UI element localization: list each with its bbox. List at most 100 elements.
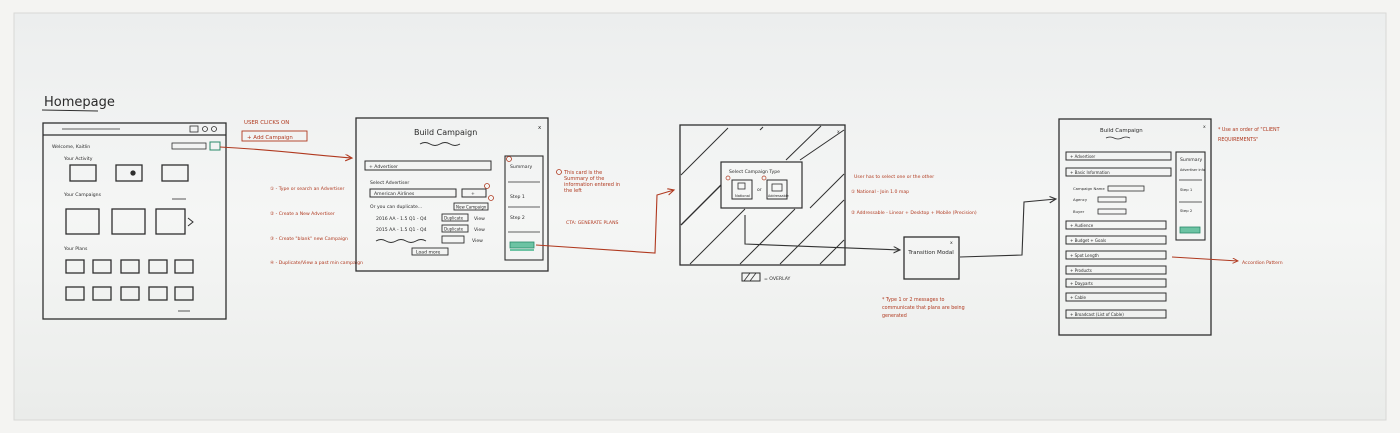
- build-close-icon[interactable]: x: [538, 125, 542, 131]
- campaign-type-title: Select Campaign Type: [729, 169, 780, 175]
- view-link-3[interactable]: View: [472, 238, 483, 244]
- accordion-row[interactable]: [1065, 167, 1172, 177]
- accordion-row-label: + Dayparts: [1070, 281, 1093, 286]
- or-text: or: [757, 187, 762, 193]
- accordion: + Advertiser + Basic Information + Audienc…: [1065, 151, 1172, 319]
- section-activity: Your Activity: [63, 156, 93, 162]
- add-campaign-note: + Add Campaign: [247, 135, 293, 141]
- select-advertiser-label: Select Advertiser: [370, 180, 409, 186]
- accordion-note: Accordion Pattern: [1242, 260, 1283, 266]
- homepage-note-4: ④ - Duplicate/View a past min campaign: [270, 260, 363, 266]
- add-advertiser-button[interactable]: [461, 188, 487, 198]
- duplicate-button-1[interactable]: [441, 213, 469, 222]
- accordion-row-label: + Products: [1070, 268, 1092, 273]
- homepage-title: Homepage: [44, 95, 115, 110]
- accordion-row[interactable]: [1065, 292, 1167, 302]
- transition-wireframe: x Transition Modal: [903, 199, 1056, 280]
- field-campaign-name: Campaign Name: [1073, 186, 1105, 191]
- homepage-note-2: ② - Create a New Advertiser: [270, 211, 335, 217]
- step1-label: Step 1: [510, 194, 525, 200]
- accordion-row[interactable]: [1065, 220, 1167, 230]
- overlay-close-icon[interactable]: x: [837, 130, 840, 135]
- load-more-button[interactable]: [411, 247, 449, 256]
- transition-close-icon[interactable]: x: [950, 241, 953, 246]
- buyer-input[interactable]: [1097, 208, 1127, 215]
- overlay-legend-swatch: [741, 272, 761, 282]
- national-option[interactable]: [731, 179, 753, 200]
- svg-text:Duplicate: Duplicate: [444, 216, 464, 221]
- advertiser-value: American Airlines: [374, 191, 415, 197]
- overlay-legend: = OVERLAY: [764, 276, 791, 282]
- accordion-row-label: + Broadcast (List of Cable): [1070, 312, 1124, 317]
- svg-text:New Campaign: New Campaign: [456, 205, 487, 210]
- build2-close-icon[interactable]: x: [1203, 125, 1206, 130]
- accordion-row-label: + Basic Information: [1070, 170, 1110, 175]
- accordion-row[interactable]: [1065, 151, 1172, 161]
- build2-title: Build Campaign: [1100, 128, 1143, 134]
- agency-input[interactable]: [1097, 196, 1127, 203]
- final-annotations: * Use an order of "CLIENT REQUIREMENTS" …: [1171, 128, 1283, 266]
- accordion-row-label: + Budget + Goals: [1070, 238, 1106, 243]
- field-agency: Agency: [1073, 197, 1088, 202]
- svg-text:+: +: [471, 191, 475, 197]
- step2-label: Step 2: [510, 215, 525, 221]
- build2-generate-button[interactable]: [1179, 226, 1201, 234]
- transition-title: Transition Modal: [908, 250, 954, 256]
- homepage-note-1: ① - Type or search an Advertiser: [270, 186, 344, 192]
- advertiser-bar[interactable]: + Advertiser: [369, 164, 398, 170]
- field-buyer: Buyer: [1073, 209, 1085, 214]
- accordion-row-label: + Cable: [1070, 295, 1087, 300]
- build-annotations: This card is the Summary of the informat…: [484, 156, 675, 254]
- type-note-3: ② Addressable - Linear + Desktop + Mobil…: [851, 210, 977, 216]
- homepage-note-3: ③ - Create "blank" new Campaign: [270, 236, 348, 242]
- addressable-option[interactable]: [766, 179, 788, 200]
- generate-plans-button[interactable]: [509, 241, 535, 249]
- client-requirements-note: * Use an order of "CLIENT REQUIREMENTS": [1218, 128, 1280, 143]
- duplicate-button-2[interactable]: [441, 224, 469, 233]
- svg-text:National: National: [735, 194, 750, 198]
- section-campaigns: Your Campaigns: [63, 192, 102, 198]
- accordion-row[interactable]: [1065, 265, 1167, 275]
- board-surface: [13, 12, 1387, 421]
- accordion-row-label: + Audience: [1070, 223, 1094, 228]
- accordion-row-label: + Spot Length: [1070, 253, 1099, 258]
- cta-note: CTA: GENERATE PLANS: [566, 220, 619, 226]
- summary-card-note: This card is the Summary of the informat…: [564, 170, 621, 194]
- build-campaign-2-wireframe: x Build Campaign + Advertiser + Basic Inf…: [1058, 118, 1212, 336]
- view-link-1[interactable]: View: [474, 216, 485, 222]
- svg-text:Load more: Load more: [416, 250, 441, 256]
- transition-note: * Type 1 or 2 messages to communicate th…: [882, 298, 965, 319]
- view-link-2[interactable]: View: [474, 227, 485, 233]
- section-plans: Your Plans: [63, 246, 88, 252]
- add-campaign-button[interactable]: [209, 141, 221, 151]
- homepage-wireframe: Homepage Welcome, Kaitlin Your Activity …: [41, 95, 227, 320]
- type-note-1: User has to select one or the other: [854, 174, 934, 180]
- summary-label: Summary: [510, 164, 532, 170]
- duplicate-row-2: 2015 AA - 1.5 Q1 - Q4: [376, 227, 427, 233]
- accordion-row[interactable]: [1065, 309, 1167, 319]
- accordion-row[interactable]: [1065, 250, 1167, 260]
- svg-text:Duplicate: Duplicate: [444, 227, 464, 232]
- build2-step2: Step 2: [1180, 208, 1193, 213]
- accordion-row[interactable]: [1065, 235, 1167, 245]
- or-duplicate-label: Or you can duplicate...: [370, 204, 422, 210]
- accordion-row[interactable]: [1065, 278, 1167, 288]
- svg-text:Addressable: Addressable: [768, 194, 789, 198]
- accordion-row-label: + Advertiser: [1070, 154, 1096, 159]
- duplicate-row-1: 2016 AA - 1.5 Q1 - Q4: [376, 216, 427, 222]
- type-note-2: ① National - Join 1.0 map: [851, 189, 909, 195]
- build2-step1: Step 1: [1180, 187, 1193, 192]
- advertiser-input[interactable]: [369, 188, 457, 198]
- build-campaign-wireframe: x Build Campaign + Advertiser Select Adv…: [355, 117, 549, 272]
- build2-summary: Summary: [1180, 157, 1202, 163]
- build2-summary-sub: Advertiser info: [1180, 168, 1205, 172]
- homepage-annotations: USER CLICKS ON + Add Campaign ① - Type o…: [219, 120, 363, 266]
- user-clicks-note: USER CLICKS ON: [244, 120, 289, 126]
- type-annotations: User has to select one or the other ① Na…: [725, 174, 977, 250]
- welcome-text: Welcome, Kaitlin: [52, 144, 90, 150]
- build-title: Build Campaign: [414, 128, 477, 137]
- campaign-name-input[interactable]: [1107, 185, 1145, 192]
- new-campaign-button[interactable]: [453, 202, 489, 211]
